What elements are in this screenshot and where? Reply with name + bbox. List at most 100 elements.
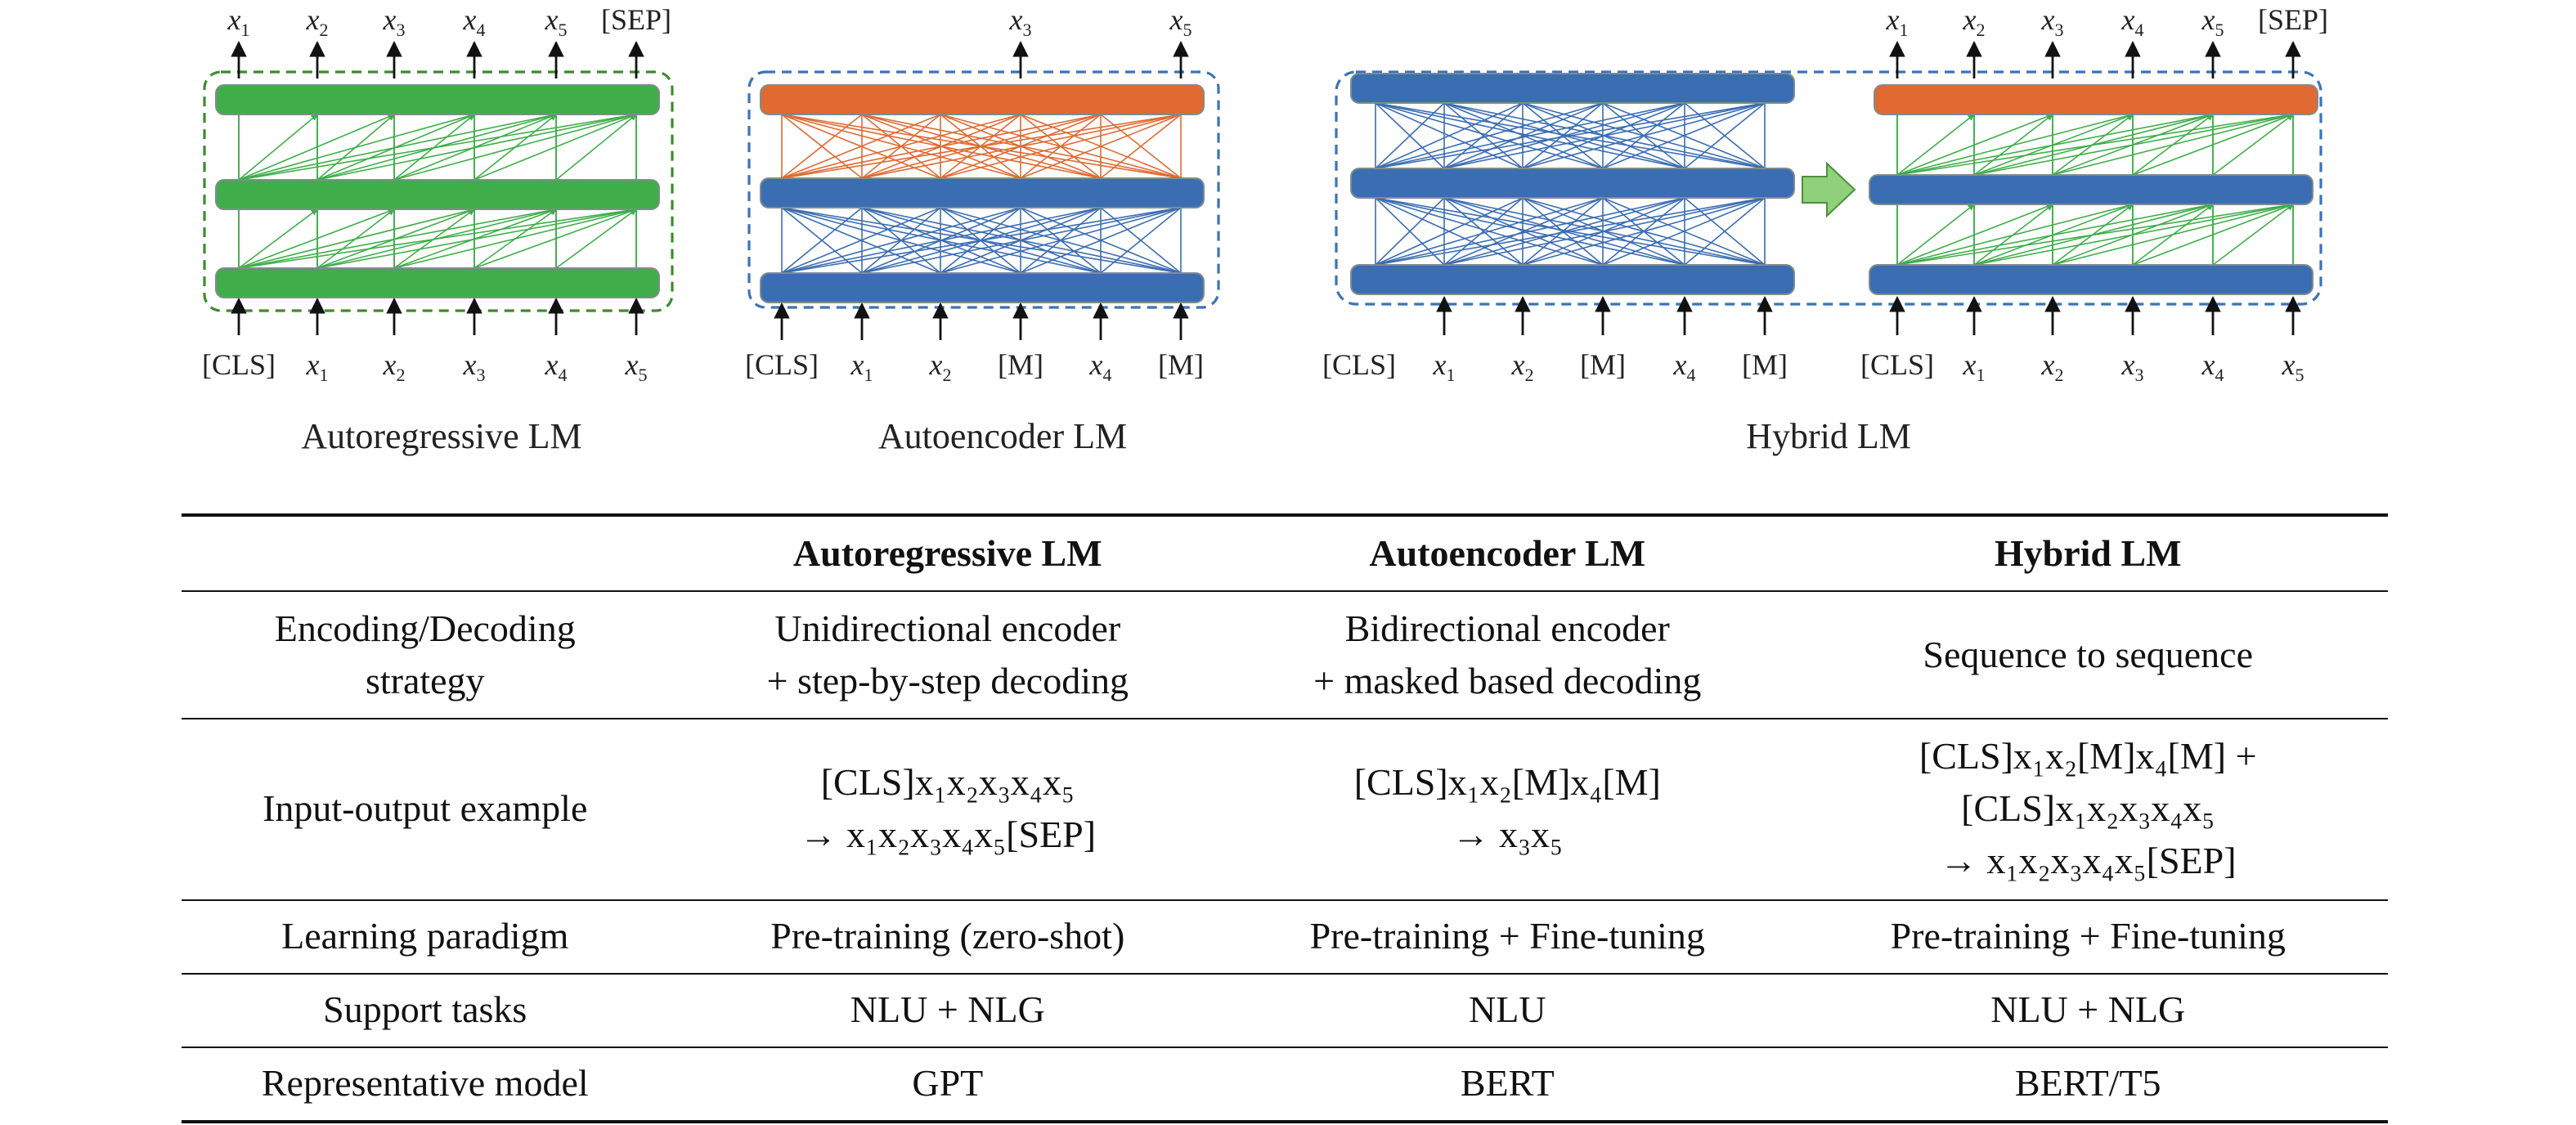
decoder-input-token: x1 — [1963, 348, 1986, 385]
decoder-input-token: [CLS] — [1860, 348, 1934, 381]
cell-line: Sequence to sequence — [1923, 634, 2254, 675]
ae-layer-bottom — [760, 272, 1205, 303]
ae-decoding-link — [781, 114, 1182, 179]
row-label-tasks: Support tasks — [323, 989, 527, 1030]
decoder-input-token: x4 — [2201, 348, 2224, 385]
output-token: x1 — [227, 3, 250, 40]
cell-paradigm-hy: Pre-training + Fine-tuning — [1890, 916, 2286, 957]
output-token: x3 — [1009, 3, 1032, 40]
hy-decoder-input-labels: [CLS] x1 x2 x3 x4 x5 — [1860, 348, 2304, 385]
cell-line: + masked based decoding — [1313, 660, 1702, 701]
ar-causal-link — [316, 114, 395, 181]
ae-connections — [781, 114, 1182, 274]
header-autoencoder: Autoencoder LM — [1369, 532, 1646, 573]
ar-layer-mid — [215, 179, 660, 210]
hy-decoder-causal-link — [1973, 203, 2134, 266]
encoder-input-token: x2 — [1511, 348, 1534, 385]
encoder-input-token: [CLS] — [1322, 348, 1396, 381]
cell-model-ae: BERT — [1460, 1063, 1555, 1104]
cell-io-ar: [CLS]x₁x₂x₃x₄x₅ → x₁x₂x₃x₄x₅[SEP] — [669, 719, 1227, 900]
input-token: x5 — [625, 348, 648, 385]
ar-causal-link — [316, 207, 557, 269]
ae-bidirectional-link — [781, 207, 941, 274]
cell-line: → x₃x₅ — [1452, 814, 1564, 855]
output-token: x5 — [1169, 3, 1192, 40]
hy-encoder-link — [1443, 102, 1766, 169]
row-label-io: Input-output example — [263, 788, 588, 829]
ae-bidirectional-link — [781, 207, 1102, 274]
hy-encoder-link — [1375, 102, 1524, 169]
encoder-input-token: [M] — [1742, 348, 1788, 381]
cell-encoding-ae: Bidirectional encoder + masked based dec… — [1227, 591, 1788, 719]
hy-decoder-causal-link — [2132, 114, 2214, 176]
table-row-support-tasks: Support tasks NLU + NLG NLU NLU + NLG — [182, 974, 2388, 1047]
ae-layer-mid — [760, 177, 1205, 208]
decoder-input-token: x3 — [2121, 348, 2144, 385]
hy-enc-layer-bottom — [1350, 264, 1795, 295]
ae-decoding-link — [781, 114, 1102, 179]
row-label-line: strategy — [365, 660, 485, 701]
ar-layer-top — [215, 84, 660, 115]
input-token: [CLS] — [745, 348, 819, 381]
hy-decoder-causal-link — [2052, 114, 2134, 176]
ar-causal-link — [238, 208, 318, 269]
cell-line: → x₁x₂x₃x₄x₅[SEP] — [1939, 840, 2237, 881]
hy-encoder-link — [1375, 197, 1445, 266]
ar-connections — [238, 112, 637, 269]
hy-encoder-link — [1443, 197, 1685, 266]
table-row-representative-model: Representative model GPT BERT BERT/T5 — [182, 1047, 2388, 1122]
ar-causal-link — [316, 113, 557, 181]
hy-dec-layer-mid — [1869, 174, 2313, 205]
encoder-input-token: x4 — [1673, 348, 1696, 385]
ar-causal-link — [238, 208, 395, 269]
hy-io-arrows — [1436, 41, 2301, 335]
hy-encoder-link — [1522, 197, 1766, 266]
panel-title-autoencoder: Autoencoder LM — [878, 416, 1127, 456]
hy-encoder-link — [1684, 102, 1766, 169]
hy-decoder-causal-link — [2052, 204, 2134, 266]
hy-decoder-causal-link — [1896, 113, 2053, 176]
hy-encoder-link — [1443, 197, 1766, 266]
encoder-to-decoder-arrow — [1802, 161, 1856, 218]
table-header-row: Autoregressive LM Autoencoder LM Hybrid … — [182, 515, 2388, 591]
cell-tasks-hy: NLU + NLG — [1990, 989, 2186, 1030]
ae-bidirectional-link — [781, 207, 1021, 274]
table-row-learning-paradigm: Learning paradigm Pre-training (zero-sho… — [182, 900, 2388, 974]
ae-frame — [747, 70, 1220, 309]
hy-encoder-link — [1443, 197, 1604, 266]
cell-tasks-ae: NLU — [1469, 989, 1546, 1030]
ar-causal-link — [316, 114, 475, 181]
ae-io-arrows — [774, 41, 1189, 340]
ae-output-labels: x3 x5 — [1009, 3, 1192, 40]
ae-bidirectional-link — [781, 207, 1182, 274]
output-token: x1 — [1886, 3, 1909, 40]
hy-encoder-link — [1684, 197, 1766, 266]
ar-frame — [203, 70, 674, 312]
input-token: x3 — [463, 348, 486, 385]
hy-encoder-link — [1522, 102, 1766, 169]
hy-decoder-causal-link — [2132, 204, 2214, 266]
hy-decoder-causal-link — [2212, 204, 2294, 266]
hy-encoder-link — [1443, 197, 1524, 266]
hy-decoder-causal-link — [2212, 114, 2294, 176]
hy-dec-layer-bottom — [1869, 264, 2313, 295]
cell-line: [CLS]x₁x₂x₃x₄x₅ — [1961, 788, 2215, 829]
hy-encoder-link — [1375, 197, 1766, 266]
ae-decoding-link — [781, 114, 1021, 179]
hy-encoder-link — [1443, 102, 1604, 169]
decoder-input-token: x2 — [2041, 348, 2064, 385]
ae-decoding-link — [781, 114, 863, 179]
ae-layer-top — [760, 84, 1205, 115]
cell-encoding-hy: Sequence to sequence — [1788, 591, 2388, 719]
ae-decoding-link — [940, 114, 1182, 179]
ar-causal-link — [473, 208, 637, 269]
row-label-paradigm: Learning paradigm — [281, 916, 569, 957]
ar-causal-link — [316, 208, 395, 269]
decoder-input-token: x5 — [2282, 348, 2304, 385]
input-token: x4 — [1089, 348, 1112, 385]
ar-layer-bottom — [215, 267, 660, 298]
